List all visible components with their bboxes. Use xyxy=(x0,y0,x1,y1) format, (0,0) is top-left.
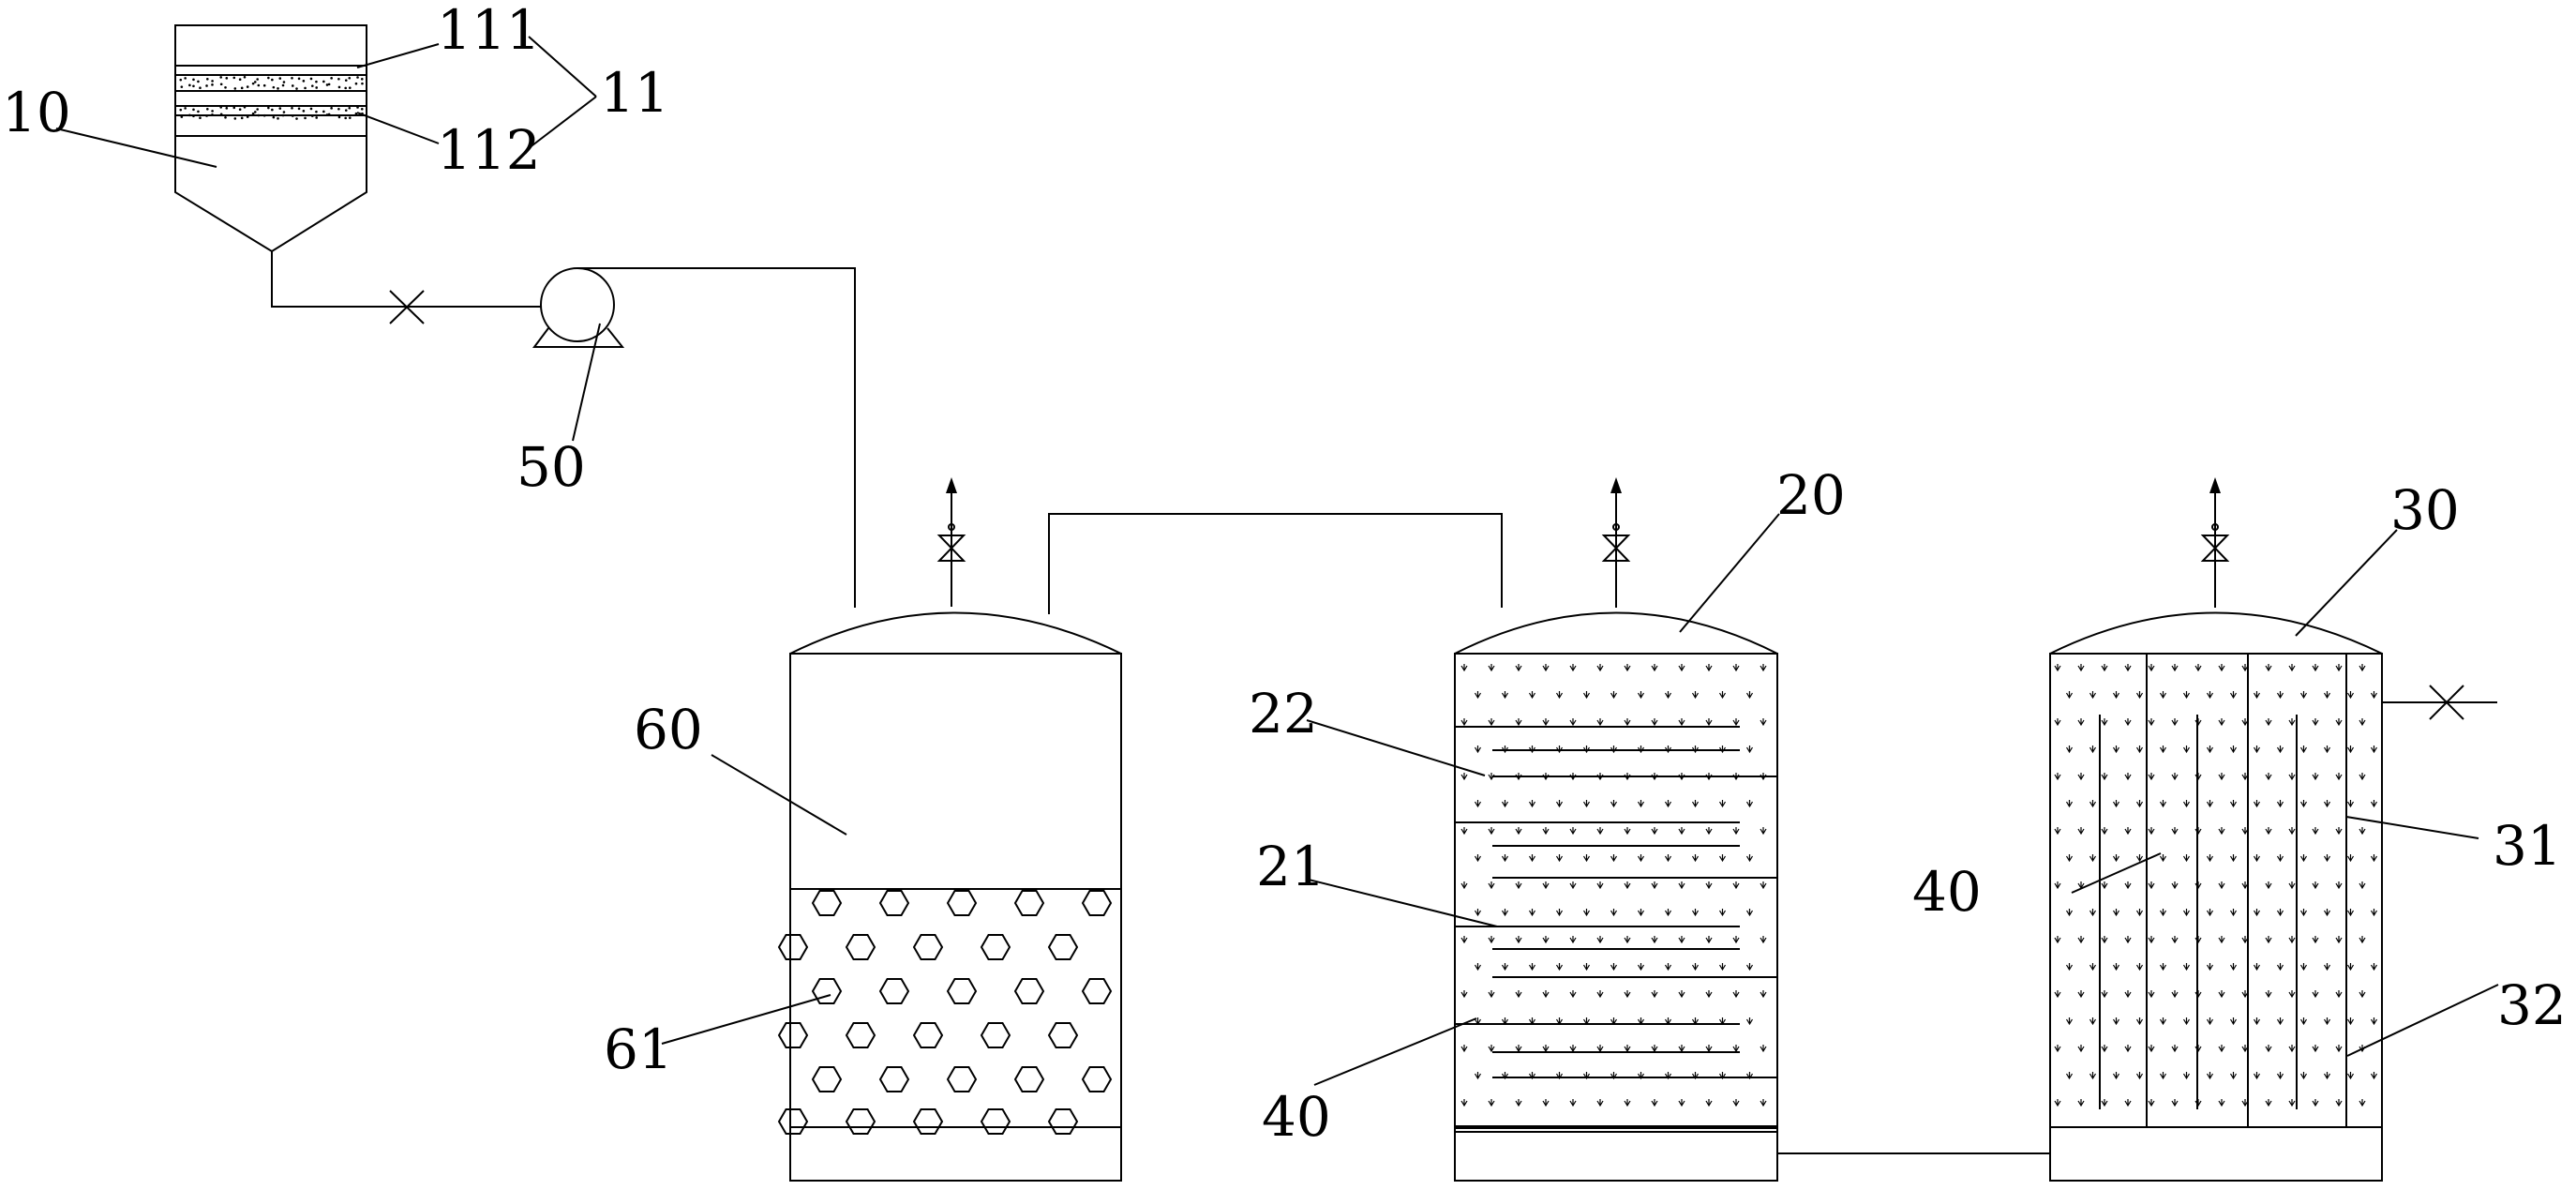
label-chamber-a: 22 xyxy=(1249,682,1318,746)
label-pump: 50 xyxy=(517,435,586,499)
pre-tank xyxy=(777,477,1503,1182)
feed-pipe xyxy=(271,251,541,324)
label-reactor-b: 30 xyxy=(2390,478,2460,542)
reactor-a xyxy=(1454,477,1778,1182)
label-pre-tank: 60 xyxy=(634,698,703,761)
label-hexagon-packing: 61 xyxy=(604,1017,673,1081)
label-filter-assembly: 11 xyxy=(600,61,669,125)
leader-lines xyxy=(55,36,2499,1086)
vent-valve-icon xyxy=(2200,535,2230,562)
label-chamber-b: 32 xyxy=(2497,973,2567,1037)
vent-arrow-icon xyxy=(946,477,957,493)
reactor-b xyxy=(2049,477,2497,1182)
label-media-a: 40 xyxy=(1262,1085,1331,1149)
label-media-b: 40 xyxy=(1912,860,1982,924)
filter-layer-lower xyxy=(179,105,364,120)
hexagon-packing xyxy=(777,890,1113,1135)
label-filter-layer-lower: 112 xyxy=(437,118,541,182)
media-fill xyxy=(2054,664,2378,1107)
vent-valve-icon xyxy=(1601,535,1631,562)
label-baffle-a: 21 xyxy=(1256,835,1325,898)
label-baffle-b: 31 xyxy=(2493,814,2562,878)
media-fill xyxy=(1460,664,1767,1107)
label-filter-layer-upper: 111 xyxy=(437,0,541,62)
vent-arrow-icon xyxy=(2209,477,2221,493)
label-feed-tank: 10 xyxy=(2,81,71,144)
vertical-baffles xyxy=(2099,654,2347,1127)
filter-layer-upper xyxy=(179,75,364,90)
label-reactor-a: 20 xyxy=(1776,463,1846,527)
feed-tank xyxy=(174,24,367,253)
horizontal-baffles xyxy=(1455,726,1777,1078)
reference-labels: 10 111 112 11 50 60 61 22 21 40 20 30 40… xyxy=(2,0,2567,1149)
pump xyxy=(532,267,856,608)
vent-valve-icon xyxy=(936,535,966,562)
vent-arrow-icon xyxy=(1610,477,1622,493)
